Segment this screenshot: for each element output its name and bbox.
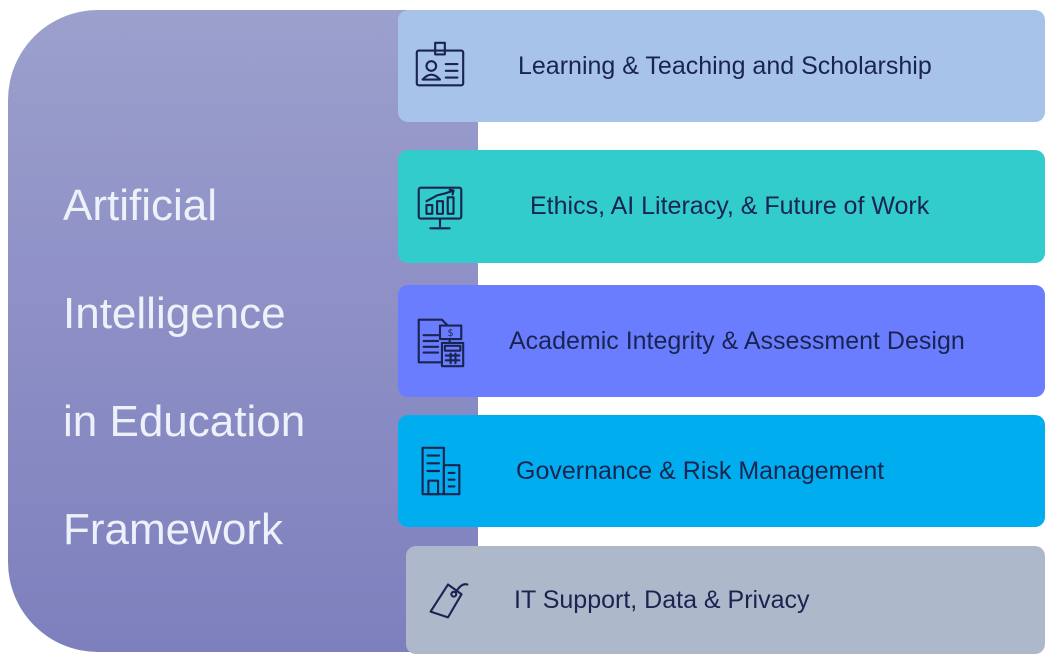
framework-item-it-support: IT Support, Data & Privacy [406, 546, 1045, 654]
title-line-3: in Education [63, 397, 306, 446]
framework-item-label: Governance & Risk Management [516, 456, 885, 485]
title-line-2: Intelligence [63, 289, 286, 338]
title-line-4: Framework [63, 505, 284, 554]
framework-item-governance: Governance & Risk Management [398, 415, 1045, 527]
title-line-1: Artificial [63, 181, 218, 230]
framework-item-label: IT Support, Data & Privacy [514, 585, 810, 614]
framework-item-label: Learning & Teaching and Scholarship [518, 51, 932, 80]
framework-item-label: Ethics, AI Literacy, & Future of Work [530, 192, 930, 220]
building-icon [410, 441, 470, 501]
tag-icon [418, 570, 478, 630]
framework-item-label: Academic Integrity & Assessment Design [509, 326, 965, 355]
id-badge-icon [410, 36, 470, 96]
framework-title: Artificial Intelligence in Education Fra… [63, 152, 393, 584]
framework-item-ethics: Ethics, AI Literacy, & Future of Work [398, 150, 1045, 263]
framework-item-learning-teaching: Learning & Teaching and Scholarship [398, 10, 1045, 122]
framework-item-academic-integrity: $ Academic Integrity & Assessment Design [398, 285, 1045, 397]
svg-text:$: $ [448, 328, 454, 339]
document-calculator-icon: $ [410, 311, 470, 371]
monitor-chart-icon [410, 177, 470, 237]
